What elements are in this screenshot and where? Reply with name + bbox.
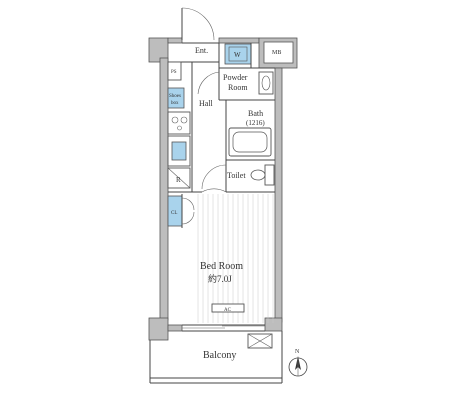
shoe-box [167,87,185,109]
washbasin [258,71,274,95]
pipe-space-label: PS [171,70,177,75]
balcony-label: Balcony [203,350,236,361]
refrigerator-label: R [176,176,181,184]
stove [167,111,191,135]
kitchen-sink [171,141,187,161]
air-conditioner [211,303,245,313]
powder-room-label-line2: Room [228,83,248,92]
bedroom-label-line1: Bed Room [200,261,243,272]
balcony-window [182,324,265,332]
top-wall-left [167,37,183,44]
bedroom-floor [197,194,274,323]
left-bottom-column [148,317,169,341]
pipe-space [167,61,182,81]
hall-label: Hall [199,99,214,108]
bottom-wall-left [167,324,183,332]
right-wall [274,67,283,323]
entrance-label: Ent. [195,46,208,55]
left-wall [159,57,169,321]
bath-label-line1: Bath [248,109,263,118]
compass [288,356,308,377]
bathtub [228,127,272,157]
compass-north-label: N [295,349,300,355]
meter-box-label: MB [272,50,281,56]
washer-label: W [234,51,241,59]
air-conditioner-label: AC [224,308,232,313]
left-column-wall [148,37,169,63]
toilet-fixture [250,164,275,186]
powder-room-label-line1: Powder [223,73,248,82]
bath-label-line2: (1216) [246,119,265,127]
balcony [149,331,283,384]
entrance-door [181,7,219,44]
bedroom-label-line2: 約7.0J [208,273,232,284]
closet-label: CL [171,211,177,216]
top-wall-right [218,37,260,44]
toilet-label: Toilet [227,171,246,180]
bottom-wall-right [264,317,283,332]
shoe-box-label-line1: Shoes [169,94,181,99]
shoe-box-label-line2: box [171,101,179,106]
